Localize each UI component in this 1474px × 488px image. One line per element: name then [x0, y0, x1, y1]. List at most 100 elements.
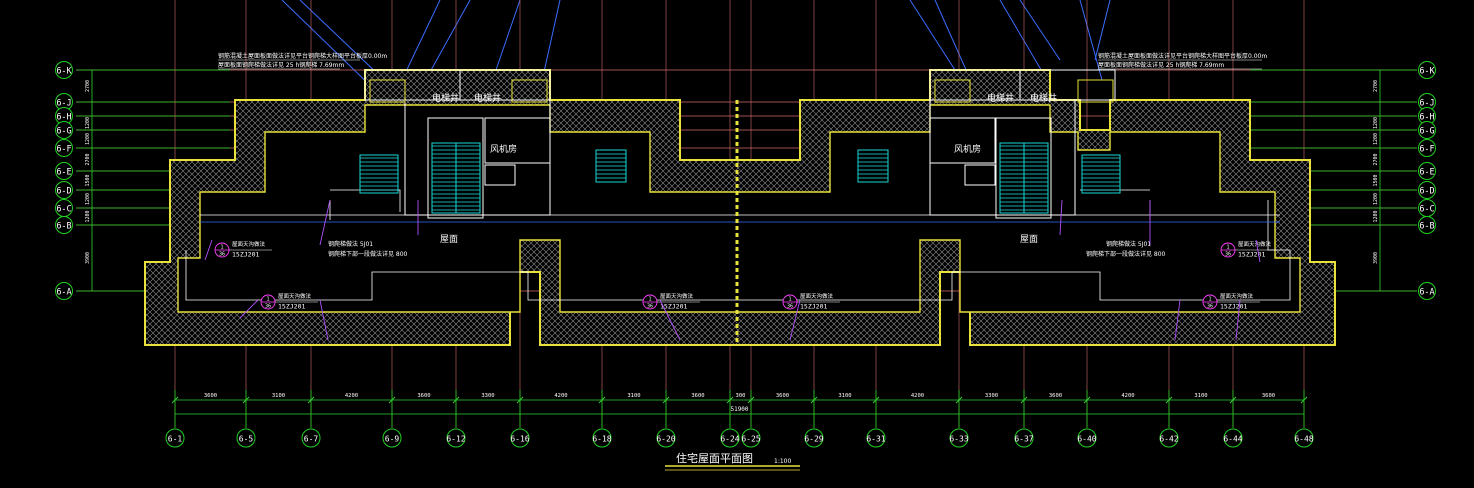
col-bubble-6-5: 6-5 [236, 428, 256, 448]
detail-number: 36 [1225, 252, 1231, 258]
row-bubble-label: 6-K [1419, 67, 1435, 77]
col-bubble-6-48: 6-48 [1294, 428, 1314, 448]
note-detail-left-2: 钢爬梯下部一段做法详见 800 [328, 250, 408, 258]
atlas-label: 15ZJ201 [1238, 251, 1265, 259]
row-bubble-label: 6-D [1419, 187, 1434, 197]
row-bubble-left-6-A: 6-A [55, 282, 73, 300]
dimension-label: 3300 [481, 393, 494, 399]
dimension-label: 3300 [985, 393, 998, 399]
dimension-label: 3600 [1262, 393, 1275, 399]
row-bubble-circle [55, 162, 73, 180]
dimension-label: 4200 [1121, 393, 1134, 399]
row-bubble-right-6-D: 6-D [1418, 181, 1436, 199]
drawing-title-block: 住宅屋面平面图 1:100 [665, 451, 800, 471]
dimension-label: 4200 [345, 393, 358, 399]
vertical-dimension-label: 3900 [85, 252, 91, 264]
vertical-dimension-label: 1500 [1373, 174, 1379, 186]
note-detail-right: 钢爬梯做法 5J01 [1106, 240, 1151, 248]
col-bubble-6-29: 6-29 [804, 428, 824, 448]
dimension-tick [872, 396, 880, 404]
atlas-label: 15ZJ201 [1220, 303, 1247, 311]
col-bubble-circle [592, 428, 612, 448]
row-bubble-circle [55, 282, 73, 300]
row-bubble-right-6-E: 6-E [1418, 162, 1436, 180]
dimension-label: 4200 [554, 393, 567, 399]
vertical-dimension-label: 1200 [85, 117, 91, 129]
row-bubble-label: 6-E [1419, 168, 1434, 178]
col-bubble-label: 6-1 [168, 435, 183, 444]
col-bubble-label: 6-48 [1294, 435, 1313, 444]
col-bubble-circle [382, 428, 402, 448]
detail-number: 36 [1207, 304, 1213, 310]
dimension-tick [726, 396, 734, 404]
col-bubble-label: 6-24 [720, 435, 739, 444]
gutter-ref-3: 屋面天沟做法 136 15ZJ201 [260, 292, 318, 311]
detail-number: 36 [265, 304, 271, 310]
room-machine-right: 风机房 [954, 143, 981, 155]
row-bubble-left-6-F: 6-F [55, 139, 73, 157]
row-bubble-label: 6-F [56, 145, 71, 155]
row-bubble-label: 6-C [1419, 205, 1434, 215]
row-bubble-right-6-F: 6-F [1418, 139, 1436, 157]
col-bubble-6-25: 6-25 [741, 428, 761, 448]
dimension-label: 3600 [1049, 393, 1062, 399]
col-bubble-label: 6-29 [804, 435, 823, 444]
col-bubble-6-37: 6-37 [1014, 428, 1034, 448]
leader-lines [204, 199, 1261, 341]
detail-sheet: 1 [220, 245, 223, 251]
dimension-label: 3600 [776, 393, 789, 399]
dimension-tick [810, 396, 818, 404]
col-bubble-6-44: 6-44 [1223, 428, 1243, 448]
col-bubble-circle [656, 428, 676, 448]
row-bubble-left-6-E: 6-E [55, 162, 73, 180]
row-bubble-right-6-A: 6-A [1418, 282, 1436, 300]
gutter-note: 屋面天沟做法 [278, 292, 312, 300]
row-bubble-circle [55, 139, 73, 157]
row-bubble-circle [1418, 139, 1436, 157]
atlas-label: 15ZJ201 [232, 251, 259, 259]
row-bubble-circle [1418, 216, 1436, 234]
note-underlines [218, 59, 1262, 70]
note-detail-right-2: 钢爬梯下部一段做法详见 800 [1086, 250, 1166, 258]
col-bubble-6-42: 6-42 [1159, 428, 1179, 448]
notes: 钢筋混凝土屋面板面做法详见平台钢爬梯大样图平台板厚0.00m 屋面板面钢爬梯做法… [218, 52, 1267, 258]
row-bubble-label: 6-G [1419, 127, 1434, 137]
overall-dimension-label: 51900 [730, 406, 748, 413]
row-bubble-label: 6-J [56, 99, 71, 109]
detail-sheet: 1 [1208, 297, 1211, 303]
note-detail-left: 钢爬梯做法 5J01 [328, 240, 373, 248]
gutter-note: 屋面天沟做法 [1238, 240, 1272, 248]
dimension-tick [1229, 396, 1237, 404]
detail-sheet: 1 [266, 297, 269, 303]
atlas-label: 15ZJ201 [800, 303, 827, 311]
col-bubble-label: 6-7 [304, 435, 319, 444]
dimension-tick [1020, 396, 1028, 404]
col-bubble-circle [804, 428, 824, 448]
gutter-note: 屋面天沟做法 [232, 240, 266, 248]
row-bubble-circle [1418, 282, 1436, 300]
col-bubble-label: 6-20 [656, 435, 675, 444]
col-bubble-label: 6-33 [949, 435, 968, 444]
dimension-tick [598, 396, 606, 404]
row-bubble-right-6-K: 6-K [1418, 61, 1436, 79]
row-bubble-circle [55, 216, 73, 234]
gutter-note: 屋面天沟做法 [800, 292, 834, 300]
dimension-tick [747, 396, 755, 404]
atlas-label: 15ZJ201 [278, 303, 305, 311]
vertical-dimension-label: 1200 [1373, 117, 1379, 129]
col-bubble-circle [741, 428, 761, 448]
row-bubble-circle [55, 61, 73, 79]
col-bubble-label: 6-37 [1014, 435, 1033, 444]
row-bubble-circle [55, 121, 73, 139]
vertical-dimension-label: 3900 [1373, 252, 1379, 264]
vertical-dimension-label: 1500 [85, 174, 91, 186]
stair-right [857, 142, 1121, 214]
vertical-dimension-label: 2700 [85, 153, 91, 165]
col-bubble-circle [165, 428, 185, 448]
col-bubble-circle [1077, 428, 1097, 448]
drawing-title: 住宅屋面平面图 [676, 451, 753, 465]
